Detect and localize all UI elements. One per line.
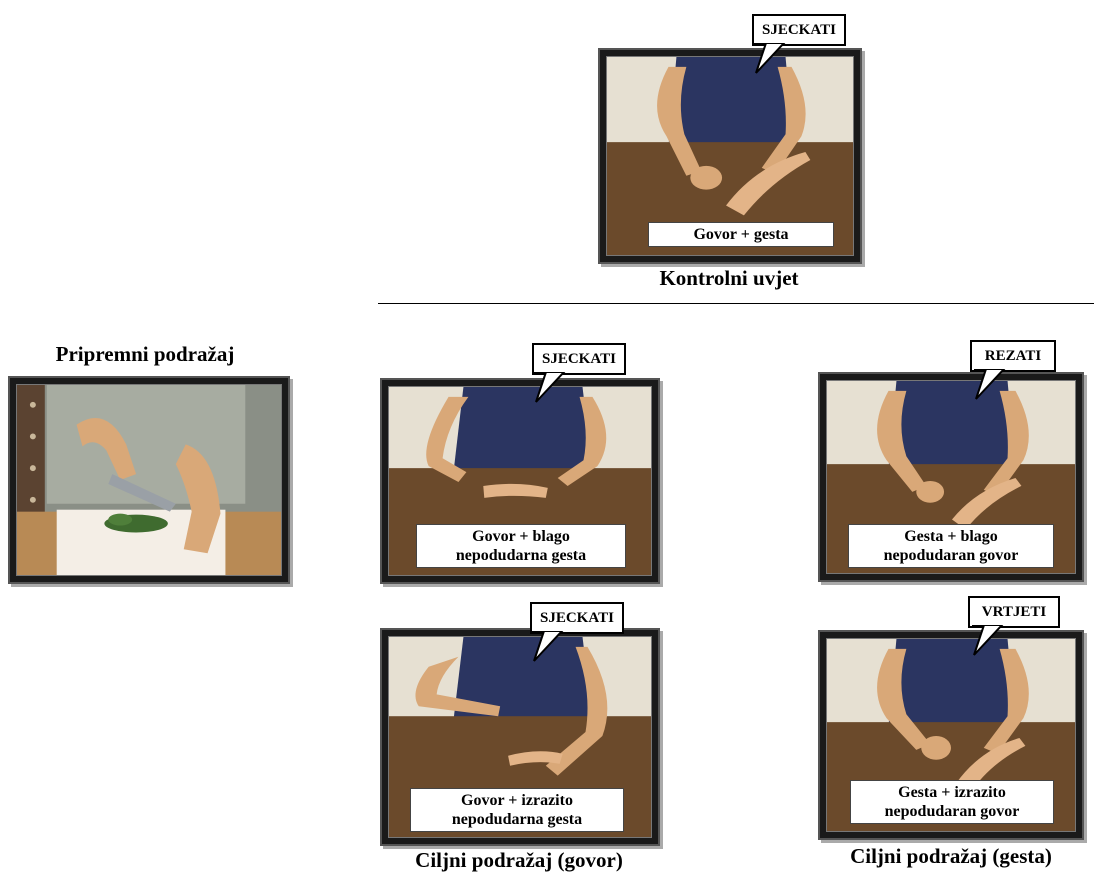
- control-speech-bubble: SJECKATI: [752, 14, 846, 46]
- prime-panel: [8, 376, 290, 584]
- gesture-mild-panel: Gesta + blago nepodudaran govor: [818, 372, 1084, 582]
- gesture-mild-bubble-text: REZATI: [984, 348, 1042, 364]
- control-caption-text: Govor + gesta: [693, 226, 789, 243]
- speech-strong-bubble-tail: [532, 631, 564, 662]
- gesture-strong-caption-line1: Gesta + izrazito: [898, 784, 1006, 801]
- control-caption: Govor + gesta: [648, 222, 834, 247]
- speech-strong-caption: Govor + izrazito nepodudarna gesta: [410, 788, 624, 832]
- control-panel: Govor + gesta: [598, 48, 862, 264]
- gesture-strong-caption-line2: nepodudaran govor: [884, 803, 1020, 820]
- speech-strong-speech-bubble: SJECKATI: [530, 602, 624, 634]
- control-heading: Kontrolni uvjet: [659, 266, 799, 290]
- gesture-strong-bubble-text: VRTJETI: [981, 604, 1047, 620]
- control-bubble-text: SJECKATI: [762, 22, 836, 38]
- gesture-strong-panel: Gesta + izrazito nepodudaran govor: [818, 630, 1084, 840]
- speech-strong-panel: Govor + izrazito nepodudarna gesta: [380, 628, 660, 846]
- speech-mild-caption: Govor + blago nepodudarna gesta: [416, 524, 626, 568]
- speech-strong-caption-line2: nepodudarna gesta: [451, 811, 583, 828]
- gesture-strong-caption: Gesta + izrazito nepodudaran govor: [850, 780, 1054, 824]
- prime-chopping-image: [17, 385, 281, 575]
- gesture-mild-bubble-tail: [974, 369, 1006, 400]
- prime-video-frame: [16, 384, 282, 576]
- speech-target-heading: Ciljni podražaj (govor): [415, 848, 623, 872]
- speech-mild-bubble-tail: [534, 372, 566, 403]
- speech-mild-caption-line2: nepodudarna gesta: [455, 547, 587, 564]
- gesture-strong-speech-bubble: VRTJETI: [968, 596, 1060, 628]
- gesture-mild-caption-line1: Gesta + blago: [904, 528, 998, 545]
- speech-mild-panel: Govor + blago nepodudarna gesta: [380, 378, 660, 584]
- control-bubble-tail: [754, 43, 786, 74]
- gesture-strong-bubble-tail: [972, 625, 1004, 656]
- speech-strong-caption-line1: Govor + izrazito: [461, 792, 573, 809]
- prime-heading: Pripremni podražaj: [55, 342, 235, 366]
- separator-line: [378, 303, 1094, 304]
- gesture-mild-speech-bubble: REZATI: [970, 340, 1056, 372]
- gesture-mild-caption-line2: nepodudaran govor: [883, 547, 1019, 564]
- gesture-target-heading: Ciljni podražaj (gesta): [850, 844, 1052, 868]
- speech-mild-bubble-text: SJECKATI: [542, 351, 616, 367]
- speech-strong-bubble-text: SJECKATI: [540, 610, 614, 626]
- speech-mild-speech-bubble: SJECKATI: [532, 343, 626, 375]
- speech-mild-caption-line1: Govor + blago: [472, 528, 570, 545]
- gesture-mild-caption: Gesta + blago nepodudaran govor: [848, 524, 1054, 568]
